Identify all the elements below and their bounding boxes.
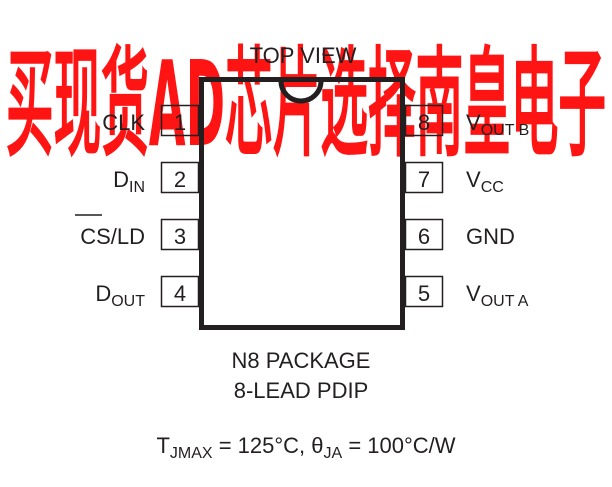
pin-box bbox=[160, 275, 200, 308]
package-body bbox=[199, 77, 405, 330]
left-pins: 1 CLK 2 DIN 3 CS/LD 4 DOUT bbox=[75, 104, 200, 310]
pin-4: 4 DOUT bbox=[95, 275, 200, 310]
pin-number: 3 bbox=[174, 224, 186, 249]
pin-number: 8 bbox=[418, 110, 430, 135]
pin-8: 8 VOUT B bbox=[404, 104, 529, 139]
pin-3: 3 CS/LD bbox=[75, 214, 200, 251]
pin-box bbox=[404, 104, 444, 137]
pin1-notch bbox=[278, 80, 324, 104]
pin-label: VCC bbox=[466, 167, 504, 196]
pin-6: 6 GND bbox=[404, 218, 515, 251]
pin-label: DOUT bbox=[95, 281, 145, 310]
pin-5: 5 VOUT A bbox=[404, 275, 529, 310]
pin-number: 7 bbox=[418, 167, 430, 192]
watermark-text: 买现货AD芯片选择南皇电子 bbox=[6, 35, 606, 173]
pin-label: DIN bbox=[113, 167, 145, 196]
pin-2: 2 DIN bbox=[113, 161, 200, 196]
pin-number: 6 bbox=[418, 224, 430, 249]
pin-label: CLK bbox=[102, 110, 145, 135]
pin-label: VOUT A bbox=[466, 281, 529, 310]
pin-1: 1 CLK bbox=[102, 104, 200, 137]
pin-number: 4 bbox=[174, 281, 186, 306]
pin-7: 7 VCC bbox=[404, 161, 504, 196]
pin-box bbox=[160, 218, 200, 251]
right-pins: 8 VOUT B 7 VCC 6 GND 5 VOUT A bbox=[404, 104, 529, 310]
pin-label: VOUT B bbox=[466, 110, 529, 139]
pin-number: 2 bbox=[174, 167, 186, 192]
pin-box bbox=[404, 161, 444, 194]
pin-label: CS/LD bbox=[80, 224, 145, 249]
package-name: N8 PACKAGE bbox=[232, 348, 371, 373]
package-description: 8-LEAD PDIP bbox=[234, 378, 369, 403]
pin-box bbox=[404, 218, 444, 251]
pin-box bbox=[160, 104, 200, 137]
pin-box bbox=[404, 275, 444, 308]
pin-box bbox=[160, 161, 200, 194]
thermal-spec: TJMAX = 125°C, θJA = 100°C/W bbox=[156, 433, 455, 462]
pin-label: GND bbox=[466, 224, 515, 249]
ic-package bbox=[199, 77, 405, 330]
pin-number: 1 bbox=[174, 110, 186, 135]
top-view-label: TOP VIEW bbox=[250, 43, 357, 68]
pin-number: 5 bbox=[418, 281, 430, 306]
